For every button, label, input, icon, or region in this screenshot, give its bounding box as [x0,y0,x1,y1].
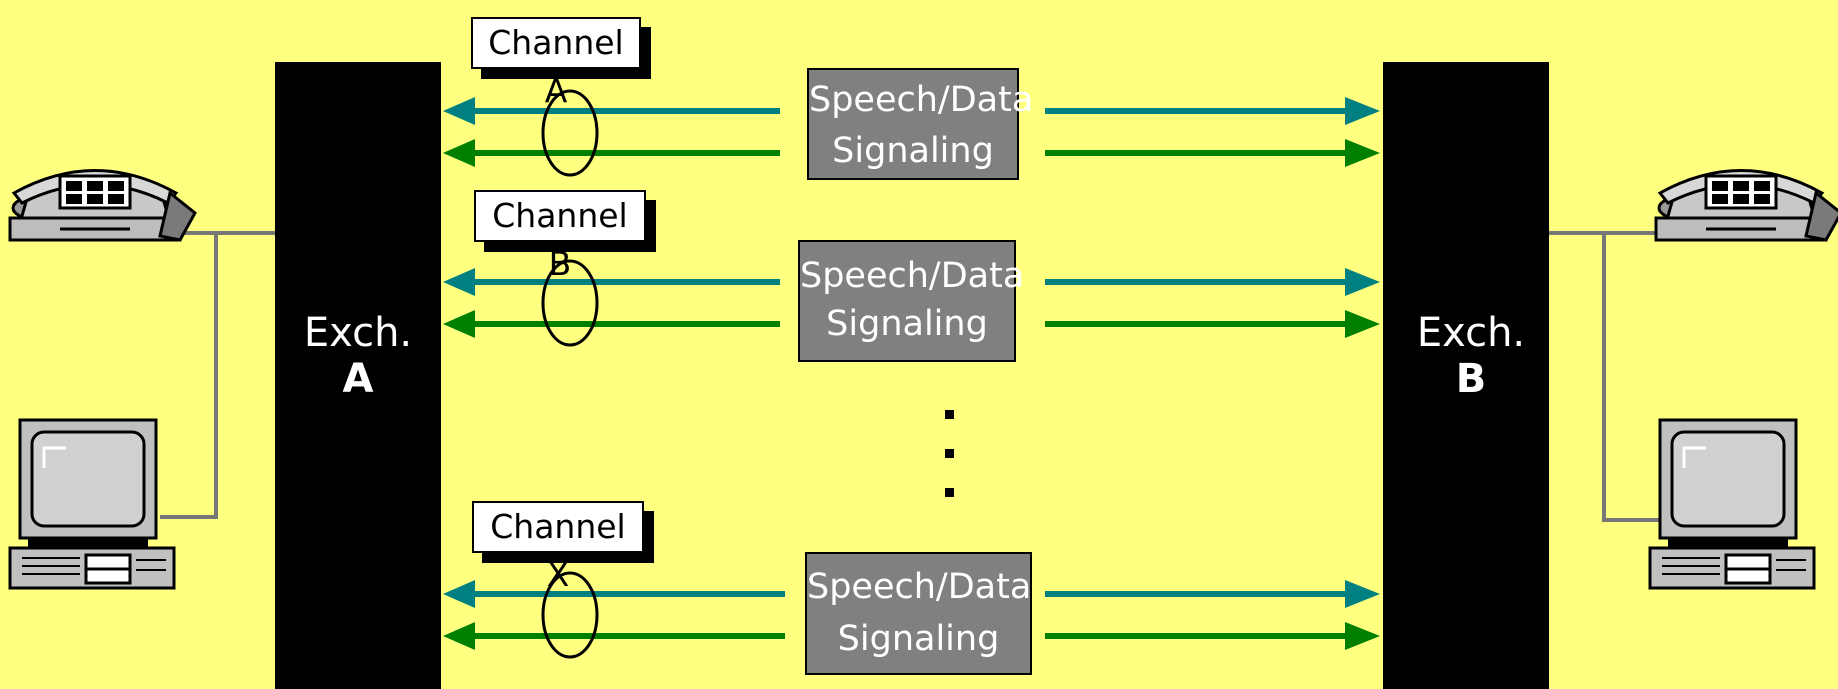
signaling-label: Signaling [832,131,994,171]
channel-a-speech-box: Speech/Data Signaling [807,68,1034,180]
speech-data-label: Speech/Data [800,256,1025,296]
signaling-label: Signaling [837,619,1000,659]
exchange-b-block [1383,62,1549,689]
vertical-ellipsis [945,410,954,497]
channel-b-speech-box: Speech/Data Signaling [798,240,1025,362]
channel-a-label: Channel A [488,23,624,110]
signaling-label: Signaling [826,304,988,344]
exchange-a-name: Exch. [303,310,413,356]
exchange-a-label: Exch. A [303,310,413,402]
telephone-icon [1654,169,1838,242]
channel-a-label-box: Channel A [471,17,641,110]
wires-left [160,231,275,519]
channel-x-lines [443,571,1380,659]
computer-icon [8,418,176,590]
exchange-a-letter: A [342,356,374,402]
computer-icon [1648,418,1816,590]
speech-data-label: Speech/Data [807,567,1032,607]
channel-b-label-box: Channel B [474,190,646,283]
channel-x-label-box: Channel X [472,501,644,594]
channel-b-label: Channel B [492,196,628,283]
exchange-b-label: Exch. B [1416,310,1526,402]
channel-a-lines [443,89,1380,177]
channel-x-label: Channel X [490,507,626,594]
channel-b-lines [443,259,1380,347]
channel-x-speech-box: Speech/Data Signaling [805,552,1032,675]
exchange-a-block [275,62,441,689]
exchange-b-name: Exch. [1416,310,1526,356]
wires-right [1546,231,1662,522]
exchange-b-letter: B [1455,356,1487,402]
telephone-icon [8,169,197,242]
speech-data-label: Speech/Data [809,80,1034,120]
